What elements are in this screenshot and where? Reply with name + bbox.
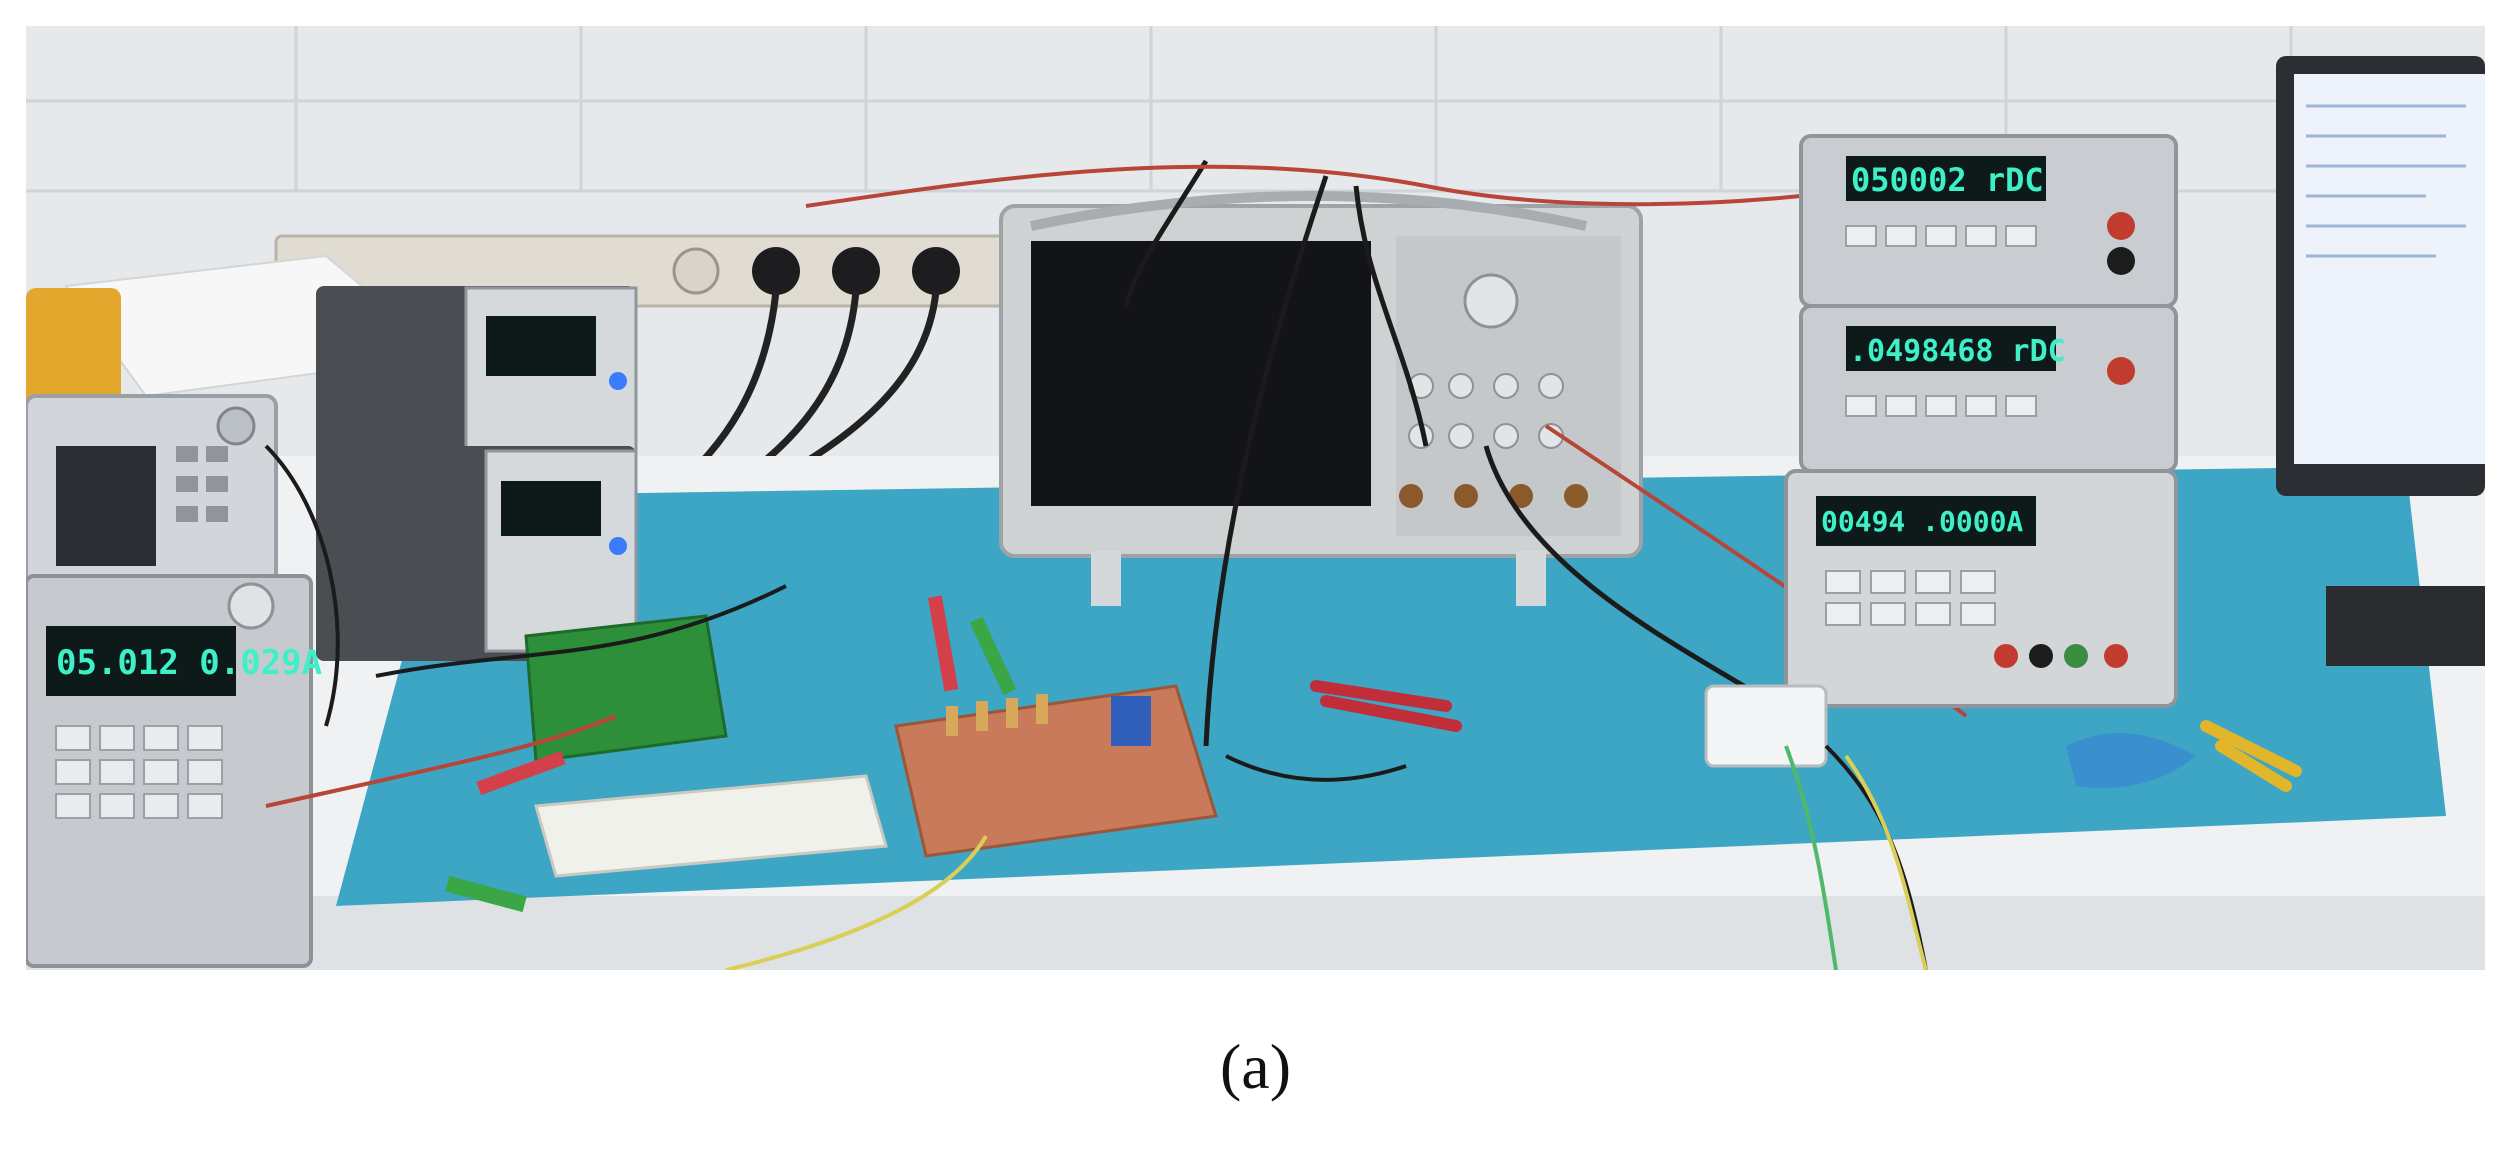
multimeter-top-readout: 050002 rDC	[1851, 161, 2044, 199]
power-supply-right-display	[1816, 496, 2036, 546]
oscilloscope-bnc-inputs	[1399, 484, 1588, 508]
desk-edge	[26, 896, 2485, 970]
esd-wrist-strap	[2066, 733, 2196, 788]
dc-supply-led-top	[609, 372, 627, 390]
monitor-screen-lines	[2306, 104, 2466, 258]
power-supply-right-terminals	[1994, 644, 2128, 668]
function-generator-screen	[56, 446, 156, 566]
oscilloscope-handle	[1029, 191, 1588, 231]
multimeter-middle-terminal-red	[2107, 357, 2135, 385]
red-pliers	[1310, 680, 1462, 732]
function-generator-knob	[216, 406, 256, 446]
pcb-blue-component	[1111, 696, 1151, 746]
plug-2	[832, 247, 880, 295]
multimeter-middle-readout: .0498468 rDC	[1849, 334, 2066, 369]
bench-supply-display	[46, 626, 236, 696]
multimeter-top-terminal-red	[2107, 212, 2135, 240]
dc-supply-lower-display	[501, 481, 601, 536]
green-storage-box	[524, 614, 728, 763]
multimeter-top-keys	[1845, 225, 2037, 247]
power-supply-right-readout: 00494 .0000A	[1821, 505, 2023, 538]
multimeter-middle-display	[1846, 326, 2056, 371]
keyboard	[2326, 586, 2485, 666]
multimeter-top-terminal-black	[2107, 247, 2135, 275]
breadboard	[534, 774, 888, 878]
bench-supply-keypad	[55, 725, 223, 819]
pcb-sma-connectors	[946, 694, 1048, 736]
figure-caption: (a)	[1219, 1031, 1292, 1102]
handheld-multimeter	[26, 288, 121, 408]
oscilloscope-foot-right	[1516, 551, 1546, 606]
plug-3	[912, 247, 960, 295]
lab-scene: 05.012 0.029A	[26, 26, 2485, 970]
white-module	[1704, 684, 1828, 768]
monitor-screen	[2294, 74, 2485, 464]
oscilloscope-knob-main	[1463, 273, 1519, 329]
multimeter-middle-keys	[1845, 395, 2037, 417]
socket-empty	[672, 247, 720, 295]
function-generator-keys	[176, 446, 228, 522]
yellow-wires	[725, 754, 1928, 970]
plug-1	[752, 247, 800, 295]
lab-bench-photo: 05.012 0.029A	[26, 26, 2485, 970]
green-wires	[1784, 745, 1838, 970]
oscilloscope-screen	[1031, 241, 1371, 506]
oscilloscope-foot-left	[1091, 551, 1121, 606]
bench-supply-readout: 05.012 0.029A	[56, 643, 322, 683]
yellow-pliers	[2200, 720, 2302, 792]
multimeter-top-display	[1846, 156, 2046, 201]
power-supply-right-keys	[1825, 570, 1996, 626]
dc-supply-led-bottom	[609, 537, 627, 555]
black-wires	[264, 444, 1928, 970]
bench-supply-knob	[227, 582, 275, 630]
dc-supply-top-display	[486, 316, 596, 376]
test-clips	[445, 595, 1017, 913]
